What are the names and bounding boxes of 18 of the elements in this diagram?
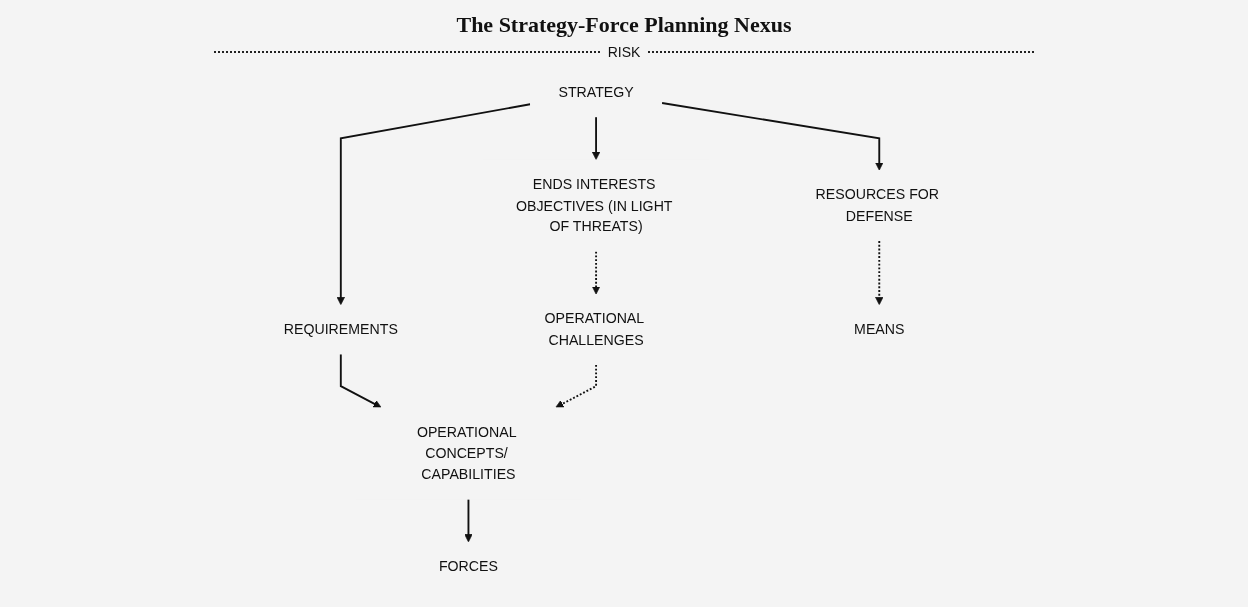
arrow	[555, 363, 598, 408]
node-text: STRATEGY	[558, 83, 634, 100]
node-text: OPERATIONAL CHALLENGES	[544, 310, 644, 348]
node-text: OPERATIONAL CONCEPTS/ CAPABILITIES	[416, 423, 517, 482]
risk-label: RISK	[606, 44, 642, 60]
arrow	[336, 103, 532, 306]
arrow	[661, 102, 884, 171]
arrow	[591, 250, 601, 295]
node-text: MEANS	[854, 320, 905, 337]
arrow	[464, 498, 473, 543]
node-text: FORCES	[438, 557, 498, 574]
node-text: RESOURCES FOR DEFENSE	[815, 186, 940, 224]
arrow	[591, 116, 601, 160]
arrow	[339, 353, 382, 408]
arrow	[875, 240, 884, 306]
node-text: ENDS INTERESTS OBJECTIVES (IN LIGHT OF THREATS)	[515, 175, 673, 235]
diagram-title: The Strategy-Force Planning Nexus	[456, 12, 792, 38]
node-text: REQUIREMENTS	[283, 320, 398, 337]
